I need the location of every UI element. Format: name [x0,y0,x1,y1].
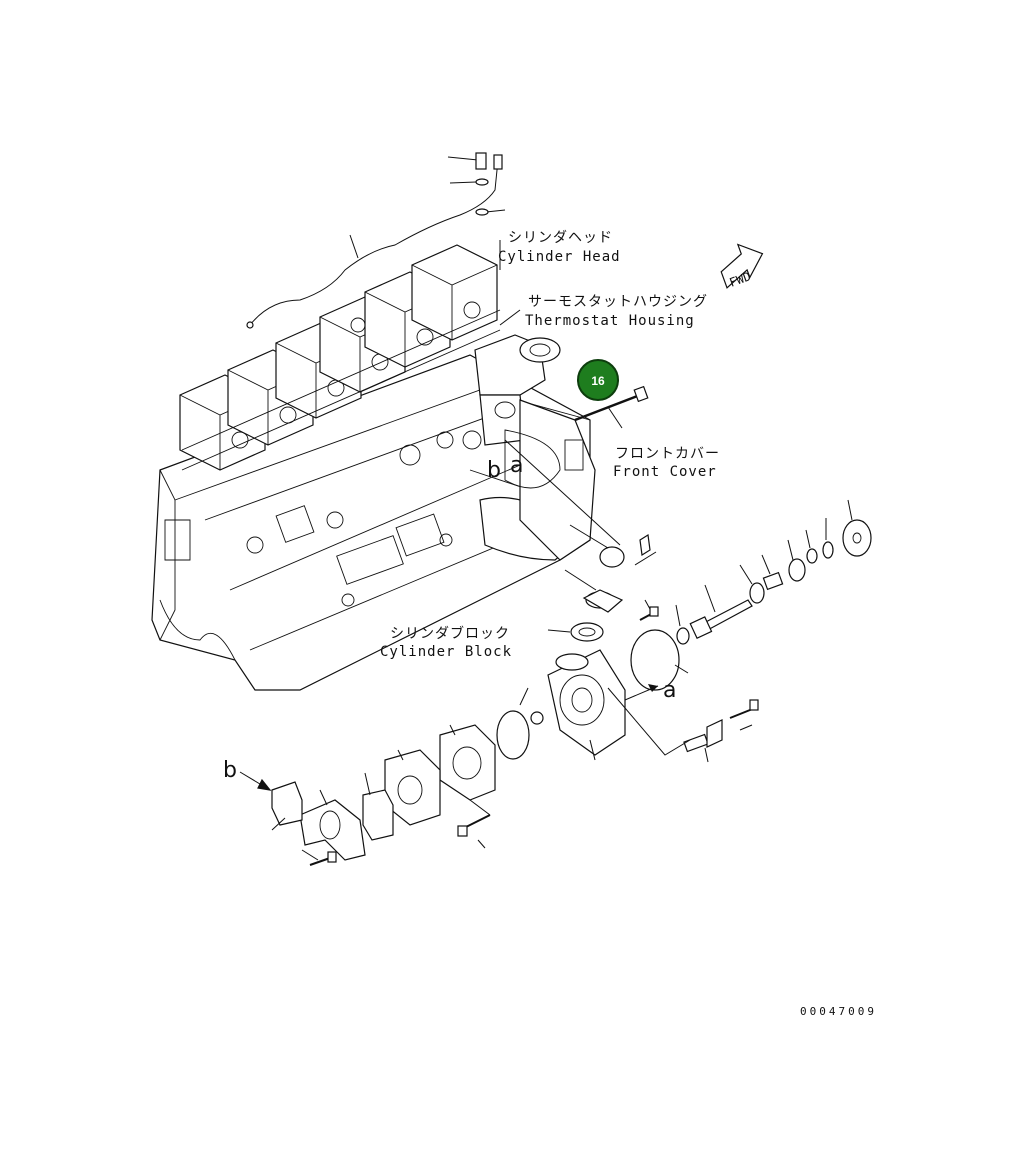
callout-b-left: b [223,758,237,783]
cylinder-block-label-en: Cylinder Block [380,644,512,660]
label-leaders [499,240,621,546]
thermostat-housing-label-en: Thermostat Housing [525,313,695,329]
front-cover-label-en: Front Cover [613,464,717,480]
thermostat-housing-label-jp: サーモスタットハウジング [528,294,708,310]
badge-number: 16 [591,374,605,388]
front-cover-bolt [574,385,649,429]
cylinder-block-label-jp: シリンダブロック [390,625,510,642]
callout-a-top: a [510,453,523,478]
drawing-code: 00047009 [800,1005,877,1018]
part-number-badge[interactable]: 16 [577,359,619,401]
thermostat-housing [474,334,561,446]
front-cover-label-jp: フロントカバー [615,446,720,462]
fwd-label: FWD [728,269,753,290]
water-inlet-parts [239,724,496,866]
callout-a-right: a [663,678,676,703]
cylinder-head-label-jp: シリンダヘッド [508,230,613,246]
water-pump-parts [496,499,872,763]
fwd-arrow-icon: FWD [720,243,764,290]
top-wire-harness [246,152,506,329]
callout-b-top: b [487,458,501,483]
cylinder-heads [179,244,501,471]
arrow-a-right [624,684,659,701]
cylinder-head-label-en: Cylinder Head [498,249,621,265]
